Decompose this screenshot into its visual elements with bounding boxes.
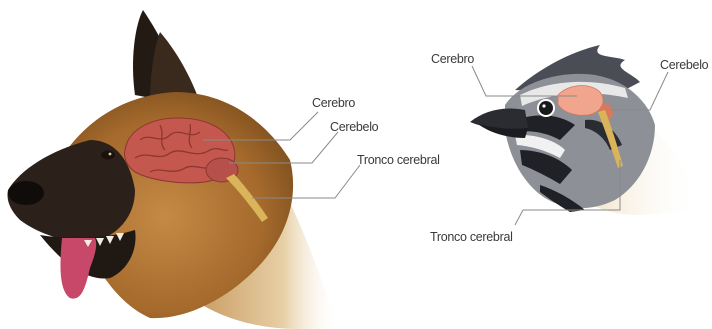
- dog-label-cerebro: Cerebro: [312, 96, 355, 110]
- dog-label-tronco: Tronco cerebral: [357, 153, 440, 167]
- bird-label-cerebelo: Cerebelo: [660, 58, 709, 72]
- dog-label-cerebelo: Cerebelo: [330, 120, 379, 134]
- bird-eye-shine: [542, 104, 545, 107]
- bird-beak: [470, 109, 528, 130]
- dog-nose: [8, 181, 44, 205]
- bird-label-cerebro: Cerebro: [431, 52, 474, 66]
- dog-eye: [101, 151, 115, 160]
- bird-eye: [538, 100, 554, 116]
- dog-eye-shine: [109, 153, 112, 156]
- bird-cerebrum: [558, 86, 603, 116]
- bird-label-tronco: Tronco cerebral: [430, 230, 513, 244]
